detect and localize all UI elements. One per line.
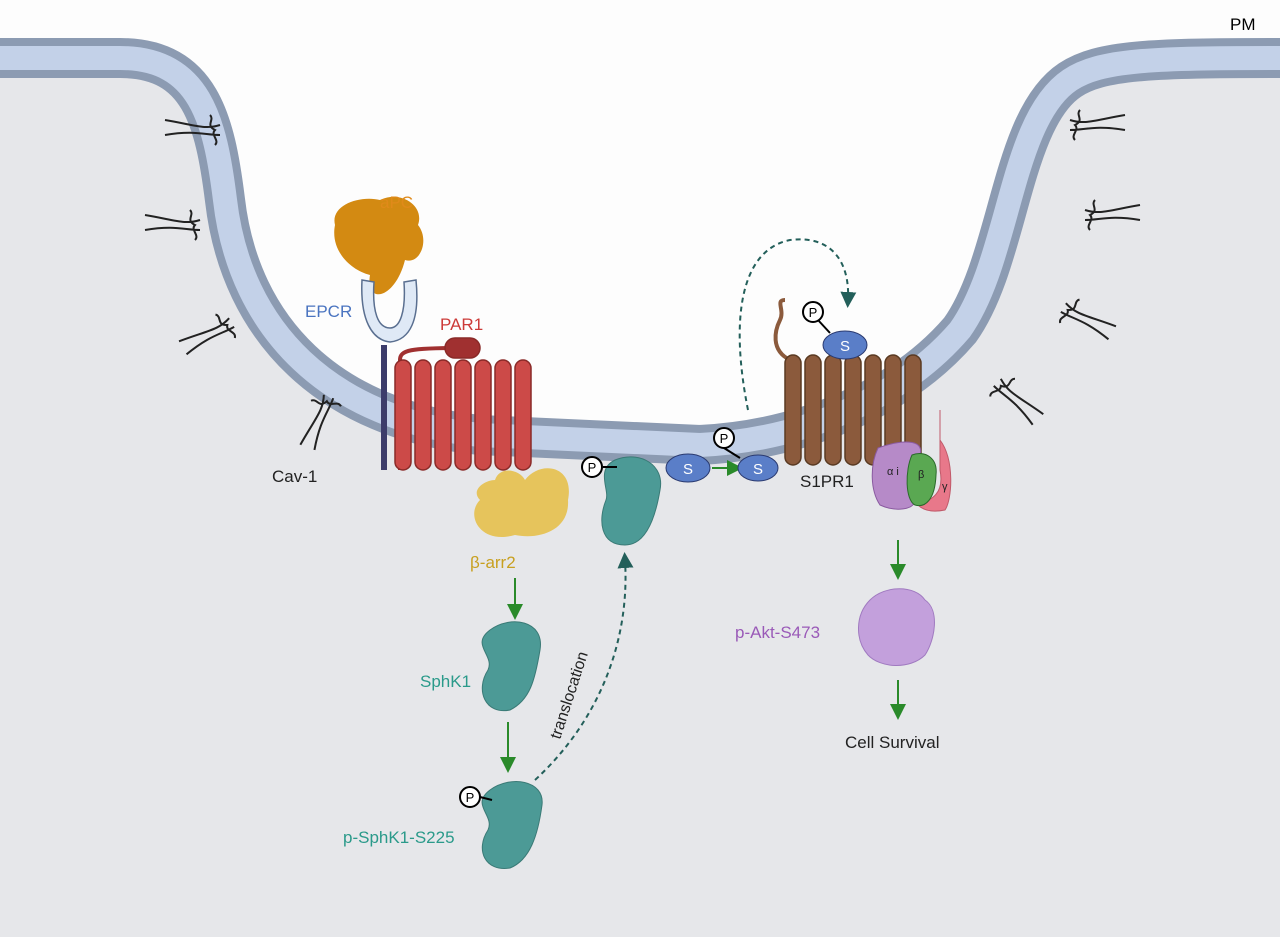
phosphate-label: P bbox=[588, 460, 597, 475]
cav1-icon bbox=[164, 114, 221, 146]
g-gamma-icon bbox=[917, 410, 952, 512]
s1p-label: S bbox=[753, 461, 763, 478]
epcr-receptor-icon bbox=[361, 279, 418, 343]
sphk1-label: SphK1 bbox=[420, 672, 471, 691]
phosphate-label: P bbox=[466, 790, 475, 805]
caveolin-icons bbox=[144, 109, 1141, 451]
s1p-icon bbox=[737, 454, 779, 482]
par1-label: PAR1 bbox=[440, 315, 483, 334]
pakt-label: p-Akt-S473 bbox=[735, 623, 820, 642]
akt-protein-icon bbox=[858, 588, 935, 666]
cav1-icon bbox=[299, 394, 342, 451]
apc-protein-icon bbox=[334, 196, 424, 295]
cav1-icon bbox=[144, 209, 201, 241]
apc-label: aPC bbox=[380, 193, 413, 212]
sphingosine-icon bbox=[665, 453, 711, 483]
gamma-label: γ bbox=[942, 481, 948, 493]
phosphate-label: P bbox=[720, 431, 729, 446]
cav1-icon bbox=[989, 377, 1044, 426]
pm-label: PM bbox=[1230, 15, 1256, 34]
epcr-label: EPCR bbox=[305, 302, 352, 321]
beta-arr2-label: β-arr2 bbox=[470, 553, 516, 572]
psphk1-icon bbox=[481, 781, 543, 869]
phosphate-icon bbox=[581, 456, 603, 478]
bound-s1p-icon bbox=[822, 330, 868, 360]
beta-arrestin2-icon bbox=[474, 468, 569, 537]
phosphate-icon bbox=[713, 427, 735, 449]
alpha-i-label: α i bbox=[887, 466, 899, 478]
cell-survival-label: Cell Survival bbox=[845, 733, 939, 752]
sphingosine-label: S bbox=[683, 461, 693, 478]
s1pr1-receptor-icon bbox=[773, 298, 922, 466]
phosphate-label: P bbox=[809, 305, 818, 320]
phosphate-icon bbox=[802, 301, 824, 323]
cav1-icon bbox=[1069, 109, 1126, 141]
par1-receptor-icon bbox=[394, 337, 532, 471]
epcr-anchor bbox=[381, 345, 387, 470]
extracellular-space bbox=[0, 0, 1280, 445]
membrane-sphk1-icon bbox=[601, 456, 662, 546]
cav1-icon bbox=[1084, 199, 1141, 231]
g-beta-icon bbox=[906, 453, 937, 507]
cav1-label: Cav-1 bbox=[272, 467, 317, 486]
s1p-export-arrow bbox=[738, 238, 857, 411]
bound-s1p-label: S bbox=[840, 338, 850, 355]
psphk1-label: p-SphK1-S225 bbox=[343, 828, 455, 847]
phosphate-icon bbox=[459, 786, 481, 808]
cav1-icon bbox=[178, 313, 236, 356]
beta-label: β bbox=[918, 469, 924, 481]
s1pr1-label: S1PR1 bbox=[800, 472, 854, 491]
sphk1-icon bbox=[481, 621, 541, 712]
cav1-icon bbox=[1059, 298, 1117, 341]
